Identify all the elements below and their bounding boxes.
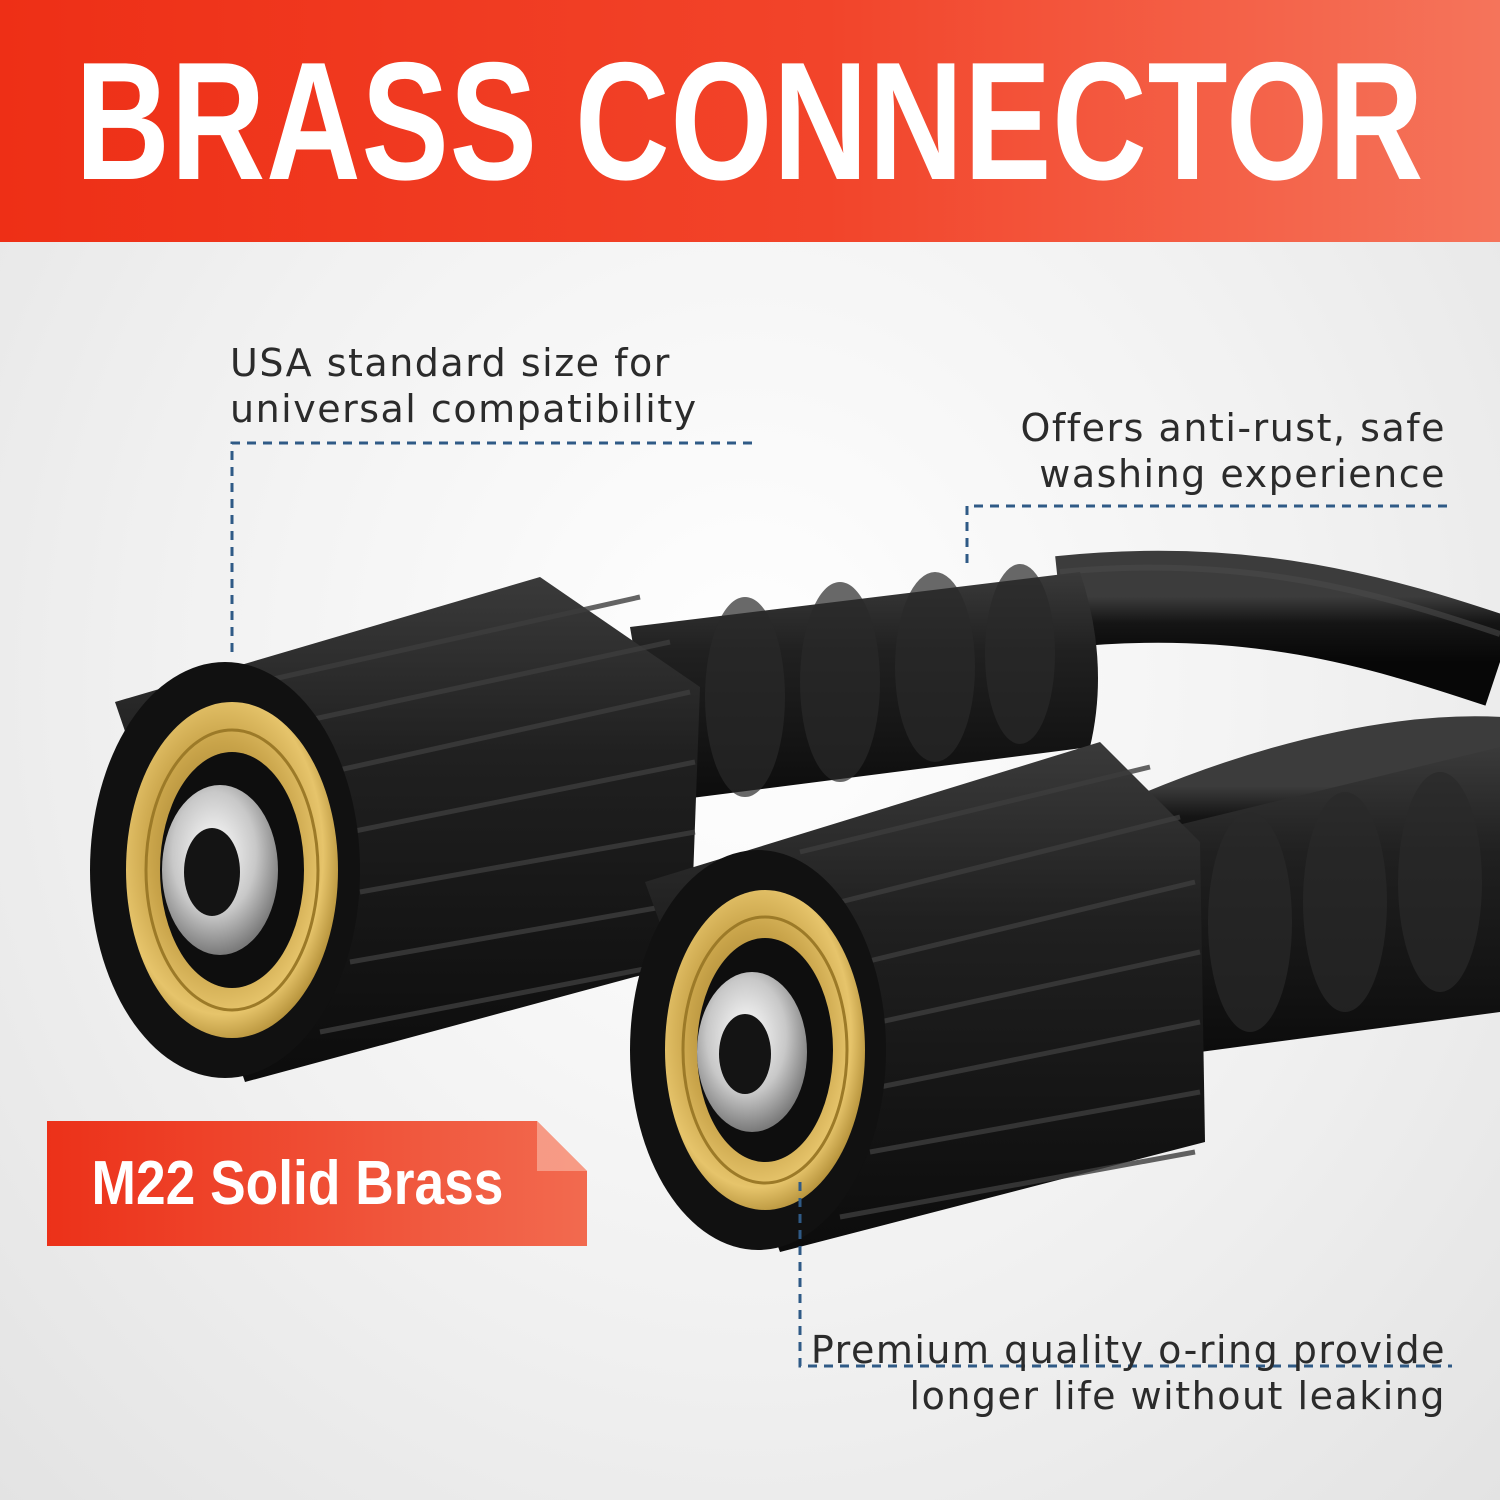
leader-lines [230, 441, 1452, 1368]
material-badge: M22 Solid Brass [47, 1121, 587, 1246]
callout-line: longer life without leaking [909, 1374, 1446, 1418]
callout-line: USA standard size for [230, 341, 671, 385]
callout-line: washing experience [1039, 452, 1446, 496]
callout-usa-standard: USA standard size for universal compatib… [230, 340, 698, 432]
product-illustration [90, 441, 1500, 1368]
connector-left [90, 577, 700, 1082]
callout-line: Offers anti-rust, safe [1020, 406, 1446, 450]
sleeve-upper [630, 564, 1098, 802]
page-title: BRASS CONNECTOR [75, 27, 1425, 215]
connector-right [630, 742, 1205, 1252]
badge-shape [47, 1121, 587, 1246]
callout-o-ring: Premium quality o-ring provide longer li… [811, 1327, 1446, 1419]
title-banner: BRASS CONNECTOR [0, 0, 1500, 242]
callout-anti-rust: Offers anti-rust, safe washing experienc… [1021, 405, 1447, 497]
badge-label: M22 Solid Brass [91, 1149, 503, 1218]
sleeve-lower [1170, 747, 1500, 1052]
callout-line: universal compatibility [230, 387, 698, 431]
product-stage [0, 242, 1500, 1500]
callout-line: Premium quality o-ring provide [810, 1328, 1446, 1372]
hose-upper [1055, 550, 1500, 706]
